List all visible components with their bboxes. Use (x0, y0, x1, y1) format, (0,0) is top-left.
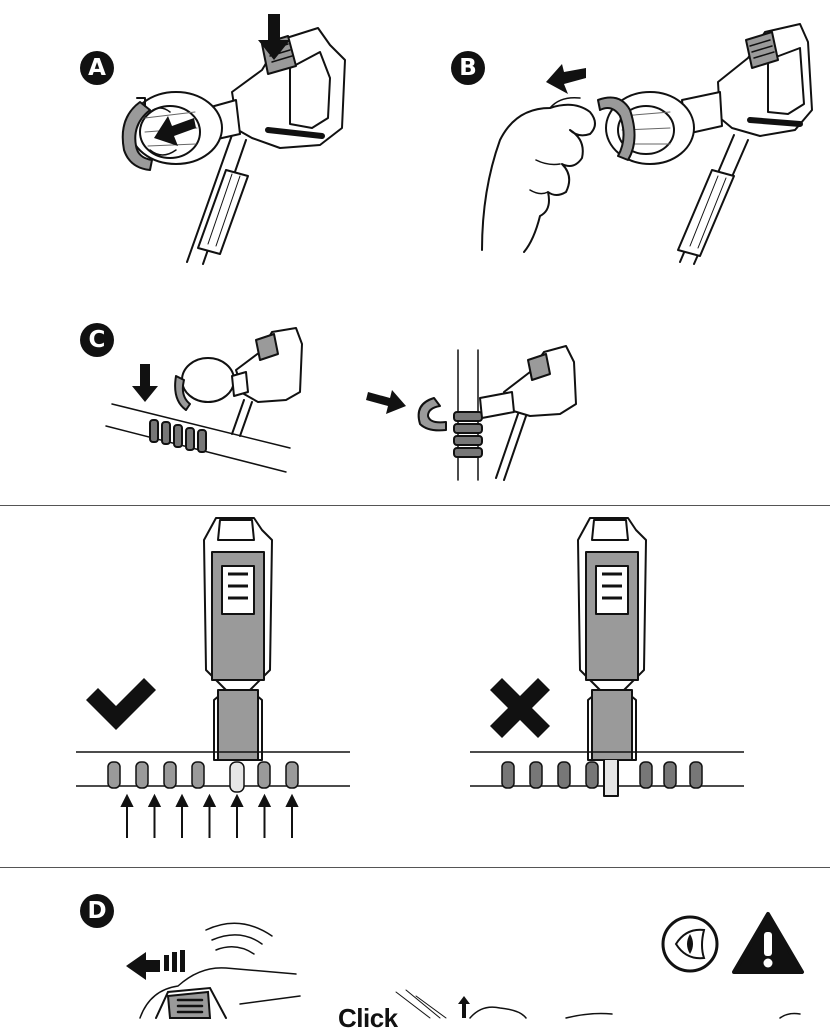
step-d-badge: D (80, 894, 114, 928)
step-c-badge: C (80, 323, 114, 357)
pressure-arrow-head (147, 793, 162, 807)
pressure-arrow-head (285, 793, 299, 807)
step-b-badge: B (451, 51, 485, 85)
eye-icon (661, 915, 719, 973)
cross-icon (490, 678, 550, 738)
pressure-arrow-head (202, 793, 217, 807)
pressure-arrow-head (120, 793, 134, 807)
click-sound-label: Click (338, 1003, 398, 1033)
pressure-arrow-head (175, 793, 189, 807)
pressure-arrow-head (257, 793, 272, 807)
checkmark-icon (86, 678, 156, 730)
warning-triangle-icon (732, 912, 804, 974)
section-divider-bottom (0, 867, 830, 868)
pressure-arrow-head (230, 793, 244, 807)
step-a-badge: A (80, 51, 114, 85)
section-divider-top (0, 505, 830, 506)
